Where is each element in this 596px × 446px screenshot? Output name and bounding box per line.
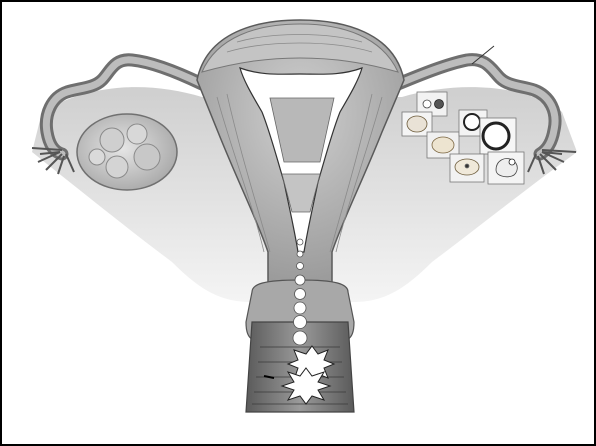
follicle-thumbnail <box>480 118 516 154</box>
sperm-dot <box>295 275 305 285</box>
sperm-dot <box>297 251 303 257</box>
sperm-dot <box>293 331 307 345</box>
follicle-thumbnail <box>450 154 484 182</box>
starburst <box>282 368 330 404</box>
sperm-dot <box>297 263 304 270</box>
sperm-dot <box>294 316 307 329</box>
sperm-dot <box>297 239 303 245</box>
sperm-dot <box>295 289 306 300</box>
follicle-thumbnail <box>488 152 524 184</box>
left-ovary <box>77 114 177 190</box>
sperm-dot <box>294 302 306 314</box>
